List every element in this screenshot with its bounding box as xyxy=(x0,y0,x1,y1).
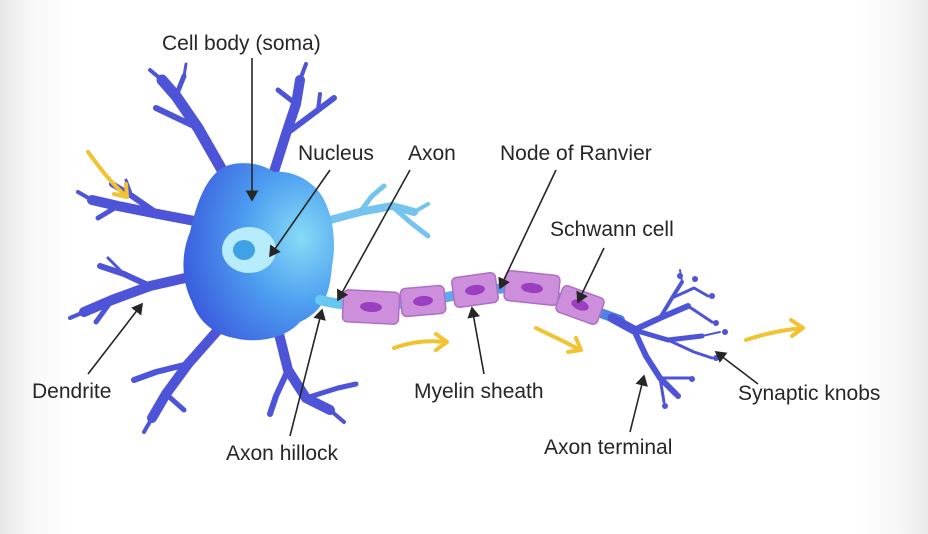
leader-axon-hillock xyxy=(289,308,326,437)
leader-dendrite xyxy=(87,302,143,375)
label-dendrite: Dendrite xyxy=(32,380,111,403)
label-axon: Axon xyxy=(408,142,456,165)
label-cell-body: Cell body (soma) xyxy=(162,32,321,55)
label-axon-hillock: Axon hillock xyxy=(226,442,339,465)
leader-lines xyxy=(87,58,759,437)
axon-terminal xyxy=(607,269,721,404)
leader-schwann-cell xyxy=(576,247,605,304)
leader-synaptic-knobs xyxy=(714,351,759,385)
leader-nucleus xyxy=(269,169,331,258)
myelin-sheath xyxy=(341,270,605,326)
signal-arrow-icon xyxy=(86,150,129,199)
label-nucleus: Nucleus xyxy=(298,142,374,165)
label-node-of-ranvier: Node of Ranvier xyxy=(500,142,652,165)
label-schwann-cell: Schwann cell xyxy=(550,218,674,241)
signal-arrow-icon xyxy=(392,332,449,352)
leader-node-of-ranvier xyxy=(498,169,557,290)
synaptic-knob xyxy=(709,293,715,299)
synaptic-knob xyxy=(692,276,698,282)
label-myelin-sheath: Myelin sheath xyxy=(414,380,544,403)
nucleolus xyxy=(233,240,255,260)
synaptic-knob xyxy=(662,403,668,409)
synaptic-knob xyxy=(722,329,728,335)
synaptic-knob xyxy=(677,273,683,279)
signal-arrow-icon xyxy=(534,326,583,354)
synaptic-knob xyxy=(675,393,681,399)
dendrites xyxy=(68,62,431,434)
signal-arrows xyxy=(86,150,805,354)
synaptic-knob xyxy=(713,320,719,326)
leader-axon xyxy=(337,169,411,302)
label-synaptic-knobs: Synaptic knobs xyxy=(738,382,880,405)
synaptic-knob xyxy=(689,376,695,382)
label-axon-terminal: Axon terminal xyxy=(544,436,672,459)
signal-arrow-icon xyxy=(744,318,805,342)
synaptic-knob xyxy=(713,355,719,361)
leader-axon-terminal xyxy=(629,374,648,433)
leader-myelin-sheath xyxy=(467,306,485,375)
